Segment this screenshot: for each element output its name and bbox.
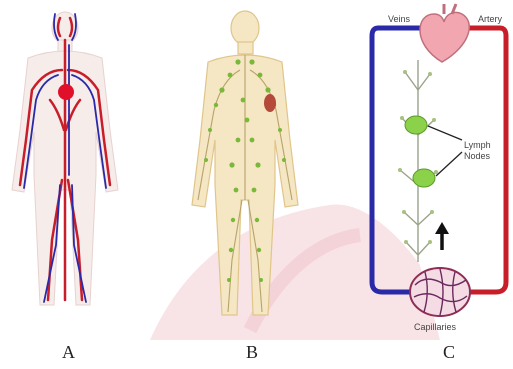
heart-icon <box>420 12 469 62</box>
lymph-nodes-label-line2: Nodes <box>464 151 490 161</box>
capillaries-label: Capillaries <box>414 322 456 332</box>
panel-label-c: C <box>443 342 455 362</box>
circulatory-figure <box>12 12 118 305</box>
panel-label-b: B <box>246 342 258 362</box>
artery-label: Artery <box>478 14 502 24</box>
panel-label-a: A <box>62 342 75 362</box>
lymph-node <box>413 169 435 187</box>
capillaries-bed <box>410 268 470 316</box>
lymph-node <box>405 116 427 134</box>
veins-label: Veins <box>388 14 410 24</box>
lymph-nodes-label-line1: Lymph <box>464 140 491 150</box>
spleen-icon <box>264 94 276 112</box>
flow-arrow <box>435 222 449 250</box>
heart-icon <box>58 84 74 100</box>
